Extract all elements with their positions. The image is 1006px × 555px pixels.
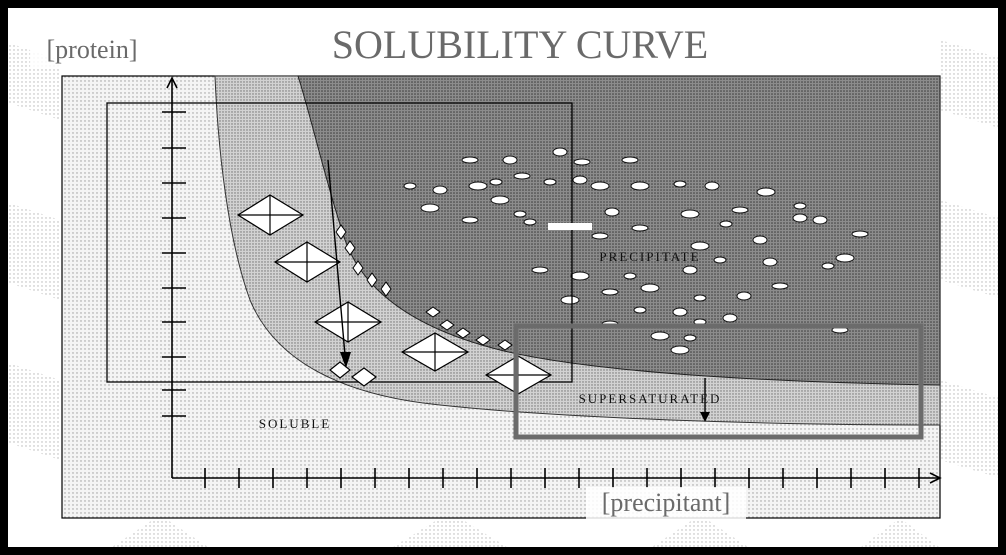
precipitate-blob	[630, 181, 650, 191]
precipitate-blob	[591, 232, 609, 240]
precipitate-blob	[722, 313, 738, 323]
x-axis-ticks	[204, 468, 920, 488]
precipitate-blob	[731, 206, 749, 214]
supersaturated-label: SUPERSATURATED	[579, 391, 722, 406]
precipitate-blob	[461, 216, 479, 224]
precipitate-blob	[683, 334, 697, 342]
precipitate-blob	[752, 235, 768, 245]
precipitate-blob	[812, 215, 828, 225]
precipitate-blob	[502, 155, 518, 165]
precipitate-blob	[690, 241, 710, 251]
precipitate-blob	[719, 220, 733, 228]
crystal-small-1	[329, 361, 351, 379]
small-nuclei	[335, 224, 513, 351]
precipitate-blob	[489, 178, 503, 186]
precipitate-blob	[572, 175, 588, 185]
crystal-3	[313, 301, 383, 343]
precipitate-blob	[713, 256, 727, 264]
precipitate-blob	[560, 295, 580, 305]
precipitate-blob	[523, 218, 537, 226]
precipitate-blob	[531, 266, 549, 274]
precipitate-blob	[680, 209, 700, 219]
precipitate-region	[297, 75, 941, 386]
precipitate-blob	[601, 288, 619, 296]
precipitate-blob	[762, 257, 778, 267]
background-pattern	[0, 40, 1006, 555]
y-axis-label: [protein]	[47, 35, 138, 64]
precipitate-blob	[573, 158, 591, 166]
crystal-4	[400, 332, 470, 372]
highlight-box	[513, 323, 924, 440]
arrows	[327, 159, 710, 422]
precipitate-blob	[673, 180, 687, 188]
precipitate-blob	[682, 265, 698, 275]
precipitate-blob	[420, 203, 440, 213]
y-axis-ticks	[162, 111, 186, 417]
precipitate-blob	[461, 156, 479, 164]
precipitate-blob	[621, 156, 639, 164]
precipitate-blob	[513, 172, 531, 180]
x-axis-arrow	[929, 472, 942, 484]
precipitate-blob	[403, 182, 417, 190]
precipitate-blob	[631, 224, 649, 232]
crystal-1	[236, 194, 305, 236]
precipitate-blob	[670, 345, 690, 355]
precipitate-blob	[623, 272, 637, 280]
soluble-label: SOLUBLE	[259, 416, 332, 431]
precipitate-blob	[490, 195, 510, 205]
precipitate-blob	[736, 291, 752, 301]
precipitate-blob	[432, 185, 448, 195]
x-axis-label: [precipitant]	[602, 488, 731, 517]
precipitate-blob	[771, 282, 789, 290]
precipitate-blob	[570, 271, 590, 281]
precipitate-blob	[552, 147, 568, 157]
white-marker	[548, 223, 592, 230]
crystal-2	[273, 241, 342, 283]
precipitate-blob	[704, 181, 720, 191]
precipitate-blob	[792, 213, 808, 223]
precipitate-blob	[672, 307, 688, 317]
diagram-title: SOLUBILITY CURVE	[332, 22, 708, 67]
crystals	[236, 194, 553, 395]
precipitate-label: PRECIPITATE	[599, 249, 700, 264]
outline-box-left	[106, 102, 573, 383]
precipitate-blob	[633, 306, 647, 314]
precipitate-blob	[756, 187, 776, 197]
precipitate-blob	[640, 283, 660, 293]
precipitate-blob	[590, 181, 610, 191]
precipitate-blob	[835, 253, 855, 263]
precipitate-blob	[693, 294, 707, 302]
precipitate-blob	[543, 178, 557, 186]
precipitate-blob	[604, 207, 620, 217]
axes	[166, 76, 942, 484]
precipitate-blob	[793, 202, 807, 210]
y-axis-arrow	[166, 76, 178, 89]
precipitate-blob	[468, 181, 488, 191]
crystal-small-2	[351, 367, 377, 387]
precipitate-blob	[513, 210, 527, 218]
precipitate-blob	[650, 331, 670, 341]
precipitate-blob	[821, 262, 835, 270]
precipitate-blob	[851, 230, 869, 238]
